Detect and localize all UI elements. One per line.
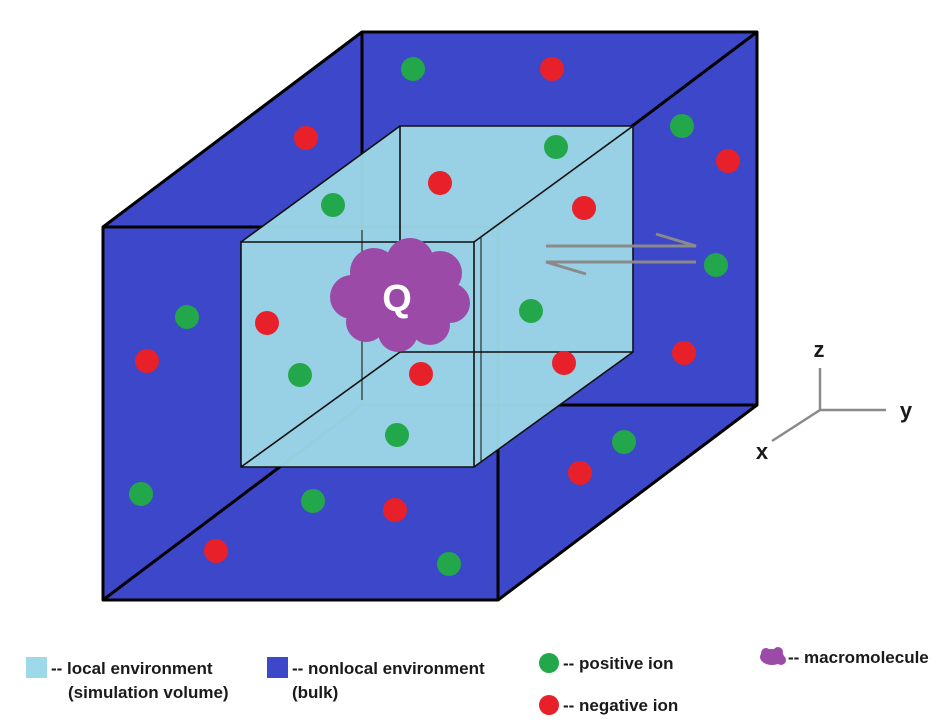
legend-local: -- local environment (simulation volume) xyxy=(26,657,229,702)
positive-ion xyxy=(670,114,694,138)
coordinate-axes: z y x xyxy=(756,337,913,464)
negative-ion xyxy=(672,341,696,365)
legend: -- local environment (simulation volume)… xyxy=(26,647,929,715)
positive-ion xyxy=(704,253,728,277)
legend-negative: -- negative ion xyxy=(539,695,678,715)
negative-ion xyxy=(255,311,279,335)
local-front-edges xyxy=(240,241,475,468)
positive-ion xyxy=(385,423,409,447)
bulk-edge xyxy=(497,403,758,602)
negative-ion xyxy=(409,362,433,386)
macromolecule: Q xyxy=(330,238,470,352)
positive-ion xyxy=(175,305,199,329)
negative-ion xyxy=(294,126,318,150)
positive-ion xyxy=(321,193,345,217)
legend-local-line1: -- local environment xyxy=(51,659,213,678)
legend-nonlocal: -- nonlocal environment (bulk) xyxy=(267,657,485,702)
positive-ion xyxy=(437,552,461,576)
bulk-edge xyxy=(102,30,363,229)
negative-ion xyxy=(572,196,596,220)
positive-ion xyxy=(544,135,568,159)
legend-nonlocal-line1: -- nonlocal environment xyxy=(292,659,485,678)
local-environment-swatch xyxy=(26,657,47,678)
nonlocal-environment-swatch xyxy=(267,657,288,678)
macromolecule-swatch xyxy=(760,647,786,665)
arrow-right xyxy=(546,232,697,248)
negative-ion xyxy=(428,171,452,195)
legend-positive: -- positive ion xyxy=(539,653,674,673)
x-axis xyxy=(771,408,821,443)
local-ions xyxy=(255,135,596,447)
legend-positive-label: -- positive ion xyxy=(563,654,674,673)
arrow-left xyxy=(545,260,696,276)
positive-ion xyxy=(612,430,636,454)
legend-negative-label: -- negative ion xyxy=(563,696,678,715)
z-axis-label: z xyxy=(814,337,825,362)
positive-ion xyxy=(401,57,425,81)
y-axis-label: y xyxy=(900,398,913,423)
legend-nonlocal-line2: (bulk) xyxy=(292,683,338,702)
positive-ion xyxy=(288,363,312,387)
bulk-ions xyxy=(129,57,740,576)
negative-ion xyxy=(135,349,159,373)
macromolecule-cloud xyxy=(330,238,470,352)
exchange-arrows xyxy=(545,232,697,276)
legend-macromolecule: -- macromolecule xyxy=(760,647,929,667)
positive-ion xyxy=(129,482,153,506)
negative-ion xyxy=(540,57,564,81)
negative-ion xyxy=(568,461,592,485)
x-axis-label: x xyxy=(756,439,769,464)
positive-ion-swatch xyxy=(539,653,559,673)
positive-ion xyxy=(519,299,543,323)
negative-ion xyxy=(204,539,228,563)
macromolecule-label: Q xyxy=(382,278,412,320)
negative-ion xyxy=(716,149,740,173)
negative-ion-swatch xyxy=(539,695,559,715)
legend-macromolecule-label: -- macromolecule xyxy=(788,648,929,667)
legend-local-line2: (simulation volume) xyxy=(68,683,229,702)
negative-ion xyxy=(552,351,576,375)
negative-ion xyxy=(383,498,407,522)
positive-ion xyxy=(301,489,325,513)
